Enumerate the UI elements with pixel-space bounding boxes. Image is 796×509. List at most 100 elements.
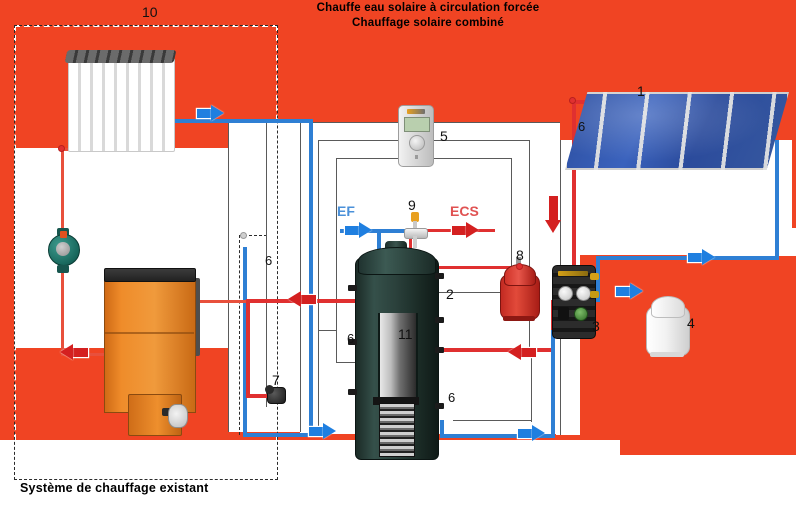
callout-10-radiator: 10	[142, 4, 158, 20]
tank-port-right-3	[435, 347, 444, 353]
tank-dome	[358, 247, 436, 275]
existing-system-label: Système de chauffage existant	[20, 481, 209, 495]
diagram-title-line-1: Chauffe eau solaire à circulation forcée	[316, 2, 540, 14]
pipe-red-collector-down	[572, 100, 576, 268]
pipe-blue-bottom-connector	[243, 433, 313, 437]
junction-dot-left-top	[58, 145, 65, 152]
tank-port-left-3	[348, 389, 357, 395]
dashed-lead-horizontal	[239, 235, 267, 236]
frame-seg-midleft2	[318, 330, 336, 332]
pump-station-flowmeter	[574, 307, 588, 321]
pipe-blue-station-down	[551, 330, 555, 438]
callout-6-pipe-left: 6	[265, 253, 273, 268]
frame-outermost-left	[300, 122, 302, 432]
controller-knob	[409, 135, 425, 151]
junction-dot-red-vessel	[516, 263, 523, 270]
callout-4-white-vessel: 4	[687, 315, 695, 331]
frame-top-right-inner	[432, 158, 512, 160]
frame-leftmid-left	[228, 122, 230, 432]
pipe-red-left-upper	[61, 148, 64, 234]
red-vessel-stem	[516, 257, 521, 266]
frame-right-zone-leftlow	[560, 255, 562, 435]
pump-station-fitting-top	[590, 273, 599, 280]
red-vessel-foot	[503, 316, 535, 321]
frame-left-outer	[318, 140, 320, 432]
diagram-title-line-2: Chauffage solaire combiné	[352, 17, 504, 29]
solar-storage-tank	[348, 241, 444, 460]
callout-9-mixing-valve: 9	[408, 197, 416, 213]
callout-6-pipe-tank-left: 6	[347, 331, 355, 346]
pump-indicator	[60, 231, 67, 238]
tank-port-left-1	[348, 285, 357, 291]
junction-dot-collector	[569, 97, 576, 104]
white-region-bottom	[0, 440, 620, 509]
pipe-red-tank-feed-drop	[246, 299, 250, 397]
callout-11-internal-exchanger: 11	[398, 326, 413, 342]
tank-heat-exchanger-coil	[379, 403, 415, 457]
pipe-blue-collector-return-vert	[775, 140, 779, 258]
frame-top-left-inner	[336, 158, 402, 160]
three-way-valve	[265, 385, 287, 405]
tank-port-right-4	[435, 403, 444, 409]
boiler-cabinet	[104, 276, 196, 413]
flow-arrow-blue-ef	[345, 222, 375, 239]
callout-3-pump-station: 3	[592, 318, 600, 334]
frame-right-inner	[511, 158, 513, 293]
frame-seg-lowleft	[336, 362, 358, 364]
three-way-valve-actuator	[265, 385, 274, 394]
controller-brand-logo	[407, 109, 425, 114]
white-vessel-dome	[651, 296, 685, 318]
mixing-valve-stem	[413, 221, 417, 230]
frame-left-inner	[336, 158, 338, 363]
pump-station-valve	[558, 307, 569, 320]
controller-led	[415, 155, 418, 159]
pump-station-gauge-left	[558, 286, 573, 301]
frame-seg-rightmid	[437, 292, 512, 294]
flow-arrow-red-tank-feed	[288, 291, 318, 308]
tank-port-right-2	[435, 317, 444, 323]
boiler-top-panel	[104, 268, 196, 282]
callout-6-pipe-tank-right: 6	[448, 390, 456, 405]
solar-collector	[565, 92, 789, 170]
circulator-pump	[44, 228, 82, 274]
mixing-valve-cap	[411, 212, 419, 222]
frame-right-outer	[529, 140, 531, 350]
dashed-lead-vertical	[239, 235, 240, 435]
flow-arrow-red-boiler-return	[60, 344, 90, 361]
flow-arrow-blue-to-vessel	[616, 283, 646, 300]
tank-internal-cylinder	[378, 313, 418, 403]
pipe-blue-tank-bottom	[440, 434, 555, 438]
flow-arrow-red-ecs	[452, 222, 482, 239]
pipe-blue-collector-return-horz	[596, 256, 779, 260]
radiator-top-manifold	[64, 50, 177, 63]
pipe-blue-tank-bottom-riser	[440, 420, 444, 438]
junction-dot-dashed	[240, 232, 247, 239]
white-region-bottom-right	[620, 455, 796, 509]
solar-controller	[398, 105, 434, 167]
boiler-seam	[104, 332, 194, 334]
flow-arrow-blue-radiator	[197, 105, 227, 122]
radiator-fins	[68, 58, 175, 152]
solar-pump-station	[552, 265, 599, 339]
mixing-valve-downpipe	[413, 236, 417, 248]
pipe-red-valve-link	[246, 394, 270, 398]
pump-nozzle-bottom	[57, 265, 69, 273]
pipe-red-boiler-out	[192, 300, 246, 303]
collector-glass-sheen	[565, 92, 789, 170]
thermostatic-mixing-valve	[402, 212, 428, 248]
controller-display	[404, 117, 430, 132]
pump-station-fitting-mid	[590, 291, 599, 298]
pipe-blue-top-left	[173, 119, 313, 123]
frame-seg-bottom	[453, 420, 531, 422]
pipe-blue-ef-drop	[377, 229, 381, 251]
tank-port-left-2	[348, 339, 357, 345]
pump-hub	[56, 242, 70, 256]
callout-8-red-vessel: 8	[516, 247, 524, 263]
label-hot-water: ECS	[450, 203, 479, 219]
callout-1-collector: 1	[637, 83, 645, 99]
radiator	[64, 50, 177, 152]
flow-arrow-blue-tank-bottom-left	[309, 423, 339, 440]
burner-fan-housing	[168, 404, 188, 428]
collector-grid-lines	[565, 92, 789, 170]
